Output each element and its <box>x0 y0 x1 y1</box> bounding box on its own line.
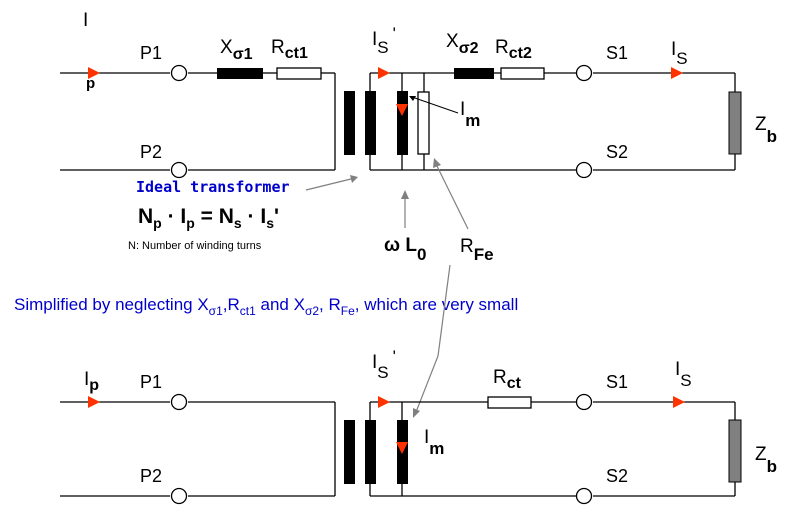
bottom-label-p2: P2 <box>140 466 162 486</box>
bottom-label-is-prime: IS' <box>372 347 396 382</box>
top-label-xs2: Xσ2 <box>446 31 479 57</box>
bottom-burden-zb <box>728 419 742 483</box>
ideal-pointer-head <box>350 175 358 183</box>
bottom-label-s1: S1 <box>606 372 628 392</box>
top-leakage-reactance-xs1 <box>217 68 263 79</box>
rfe-pointer-line <box>435 163 469 230</box>
bottom-label-rct: Rct <box>493 367 522 392</box>
top-terminal-s1 <box>575 64 593 82</box>
bottom-core-winding-secondary <box>365 420 376 484</box>
top-arrow-im <box>396 104 408 116</box>
bottom-arrow-im <box>396 442 408 454</box>
ideal-pointer-line <box>305 177 356 191</box>
top-im-pointer <box>411 96 459 114</box>
bottom-core-winding-primary <box>344 420 355 484</box>
transfer-pointer-head <box>413 408 420 418</box>
bottom-terminal-p1 <box>170 393 188 411</box>
ideal-equation: Np · Ip = Ns · Is' <box>138 205 279 231</box>
bottom-label-im: Im <box>424 427 444 458</box>
top-label-is: IS <box>671 39 688 68</box>
simplified-note: Simplified by neglecting Xσ1,Rct1 and Xσ… <box>14 295 518 318</box>
bottom-terminal-s1 <box>575 393 593 411</box>
top-im-pointer-head <box>409 96 416 101</box>
top-label-p2: P2 <box>140 142 162 162</box>
bottom-label-is: IS <box>675 359 692 390</box>
bottom-label-ip: Ip <box>84 369 99 394</box>
top-terminal-p2 <box>170 161 188 179</box>
top-terminal-s2 <box>575 161 593 179</box>
top-burden-zb <box>728 91 742 155</box>
bottom-terminal-p2 <box>170 487 188 505</box>
top-core-winding-secondary <box>365 91 376 155</box>
top-label-xs1: Xσ1 <box>220 37 253 63</box>
bottom-terminal-s2 <box>575 487 593 505</box>
top-terminal-p1 <box>170 64 188 82</box>
top-resistor-rct2 <box>500 67 545 80</box>
bottom-circuit <box>60 401 736 497</box>
top-label-zb: Zb <box>755 114 777 146</box>
top-arrow-is-prime <box>378 67 390 79</box>
top-label-is-prime: IS' <box>372 24 396 57</box>
top-label-rct2: Rct2 <box>495 37 532 62</box>
top-label-p1: P1 <box>140 43 162 63</box>
label-omega-l0: ω L0 <box>384 235 426 264</box>
top-core-winding-primary <box>344 91 355 155</box>
top-arrow-ip <box>88 67 100 79</box>
label-rfe: RFe <box>460 236 494 264</box>
omega-pointer-head <box>401 190 409 199</box>
top-label-im: Im <box>460 99 480 130</box>
bottom-arrow-is-prime <box>378 396 390 408</box>
ideal-transformer-label: Ideal transformer <box>136 178 290 196</box>
rfe-pointer-head <box>433 158 441 168</box>
top-arrow-is <box>671 67 683 79</box>
bottom-label-zb: Zb <box>755 444 777 476</box>
bottom-resistor-rct <box>487 396 532 409</box>
winding-turns-note: N: Number of winding turns <box>128 240 262 252</box>
top-resistor-rct1 <box>276 67 322 80</box>
bottom-arrow-ip <box>88 396 100 408</box>
top-leakage-reactance-xs2 <box>454 68 494 79</box>
top-magnetizing-inductance <box>397 91 408 155</box>
top-label-s1: S1 <box>606 43 628 63</box>
top-label-ip: I <box>83 10 88 31</box>
transfer-pointer-upper <box>437 264 451 357</box>
bottom-arrow-is <box>673 396 685 408</box>
top-resistor-rfe <box>417 91 430 155</box>
top-label-rct1: Rct1 <box>271 37 308 62</box>
bottom-label-s2: S2 <box>606 466 628 486</box>
transfer-pointer-lower <box>415 355 439 413</box>
top-label-s2: S2 <box>606 142 628 162</box>
top-label-ip-sub: p <box>86 75 95 92</box>
bottom-label-p1: P1 <box>140 372 162 392</box>
